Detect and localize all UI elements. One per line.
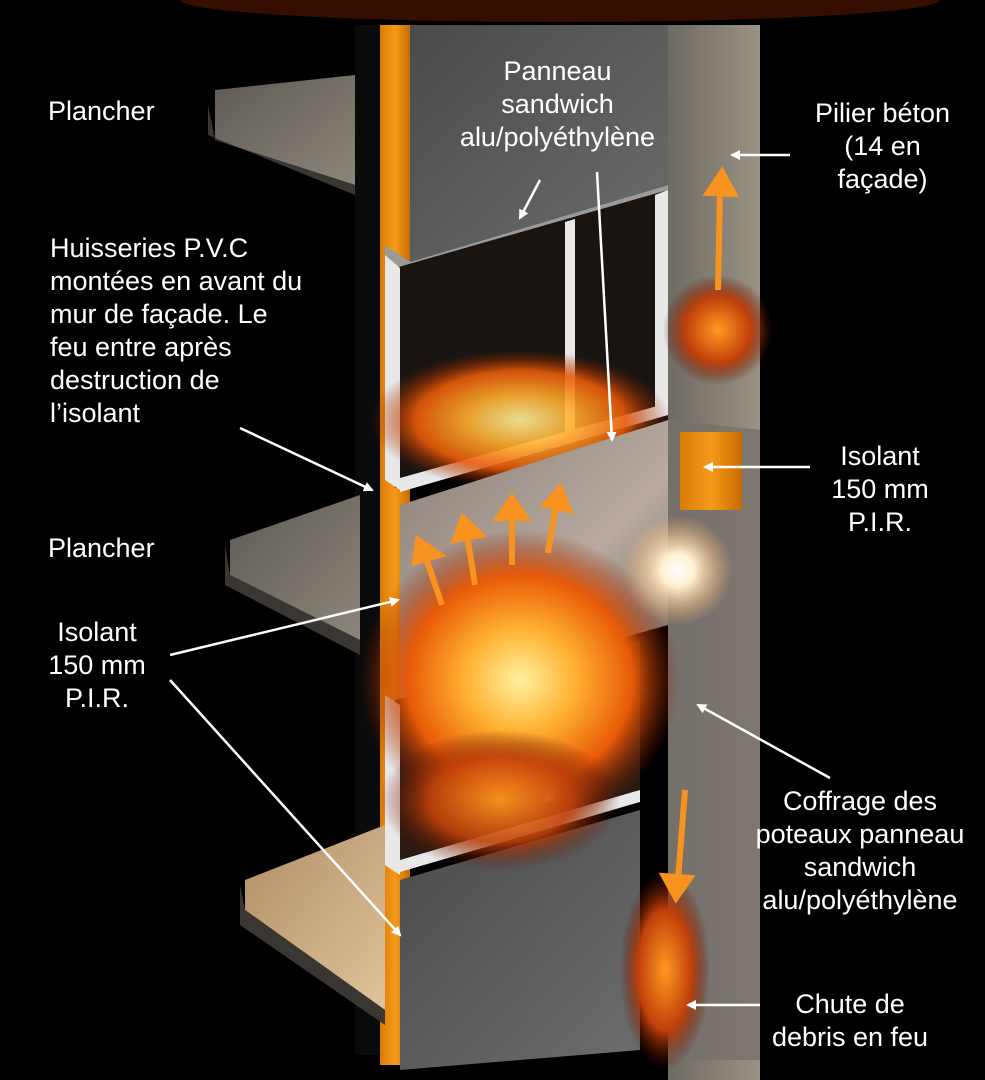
fire-main-lower <box>380 730 620 870</box>
label-plancher-mid: Plancher <box>48 533 155 563</box>
floor-slab-mid-edge <box>225 545 360 655</box>
floor-slab-mid <box>230 495 360 640</box>
top-glow <box>180 0 940 22</box>
label-isolant-left: Isolant 150 mm P.I.R. <box>48 617 146 713</box>
floor-slab-top-edge <box>208 105 355 195</box>
top-sandwich-panel <box>410 25 668 262</box>
insulation-block-right <box>680 432 742 510</box>
floor-slab-bottom <box>245 825 385 1010</box>
label-pilier-beton: Pilier béton (14 en façade) <box>814 98 951 194</box>
floor-slab-bottom-edge <box>240 885 385 1025</box>
label-isolant-right: Isolant 150 mm P.I.R. <box>831 441 929 537</box>
fire-spread-arrows <box>411 166 740 904</box>
floor-slab-top <box>215 75 355 185</box>
label-chute: Chute de debris en feu <box>771 989 929 1052</box>
label-pointers <box>169 150 831 1010</box>
fire-pillar-upper <box>663 275 773 385</box>
label-coffrage: Coffrage des poteaux panneau sandwich al… <box>755 786 965 915</box>
top-panel-bottom-edge <box>385 185 668 272</box>
label-panneau-sandwich: Panneau sandwich alu/polyéthylène <box>459 56 656 152</box>
flash <box>623 515 733 625</box>
label-plancher-top: Plancher <box>48 96 155 126</box>
fire-debris <box>620 870 710 1070</box>
bottom-sandwich-panel <box>400 810 640 1070</box>
top-window-mullion-2 <box>655 190 668 415</box>
label-huisseries: Huisseries P.V.C montées en avant du mur… <box>50 233 303 428</box>
